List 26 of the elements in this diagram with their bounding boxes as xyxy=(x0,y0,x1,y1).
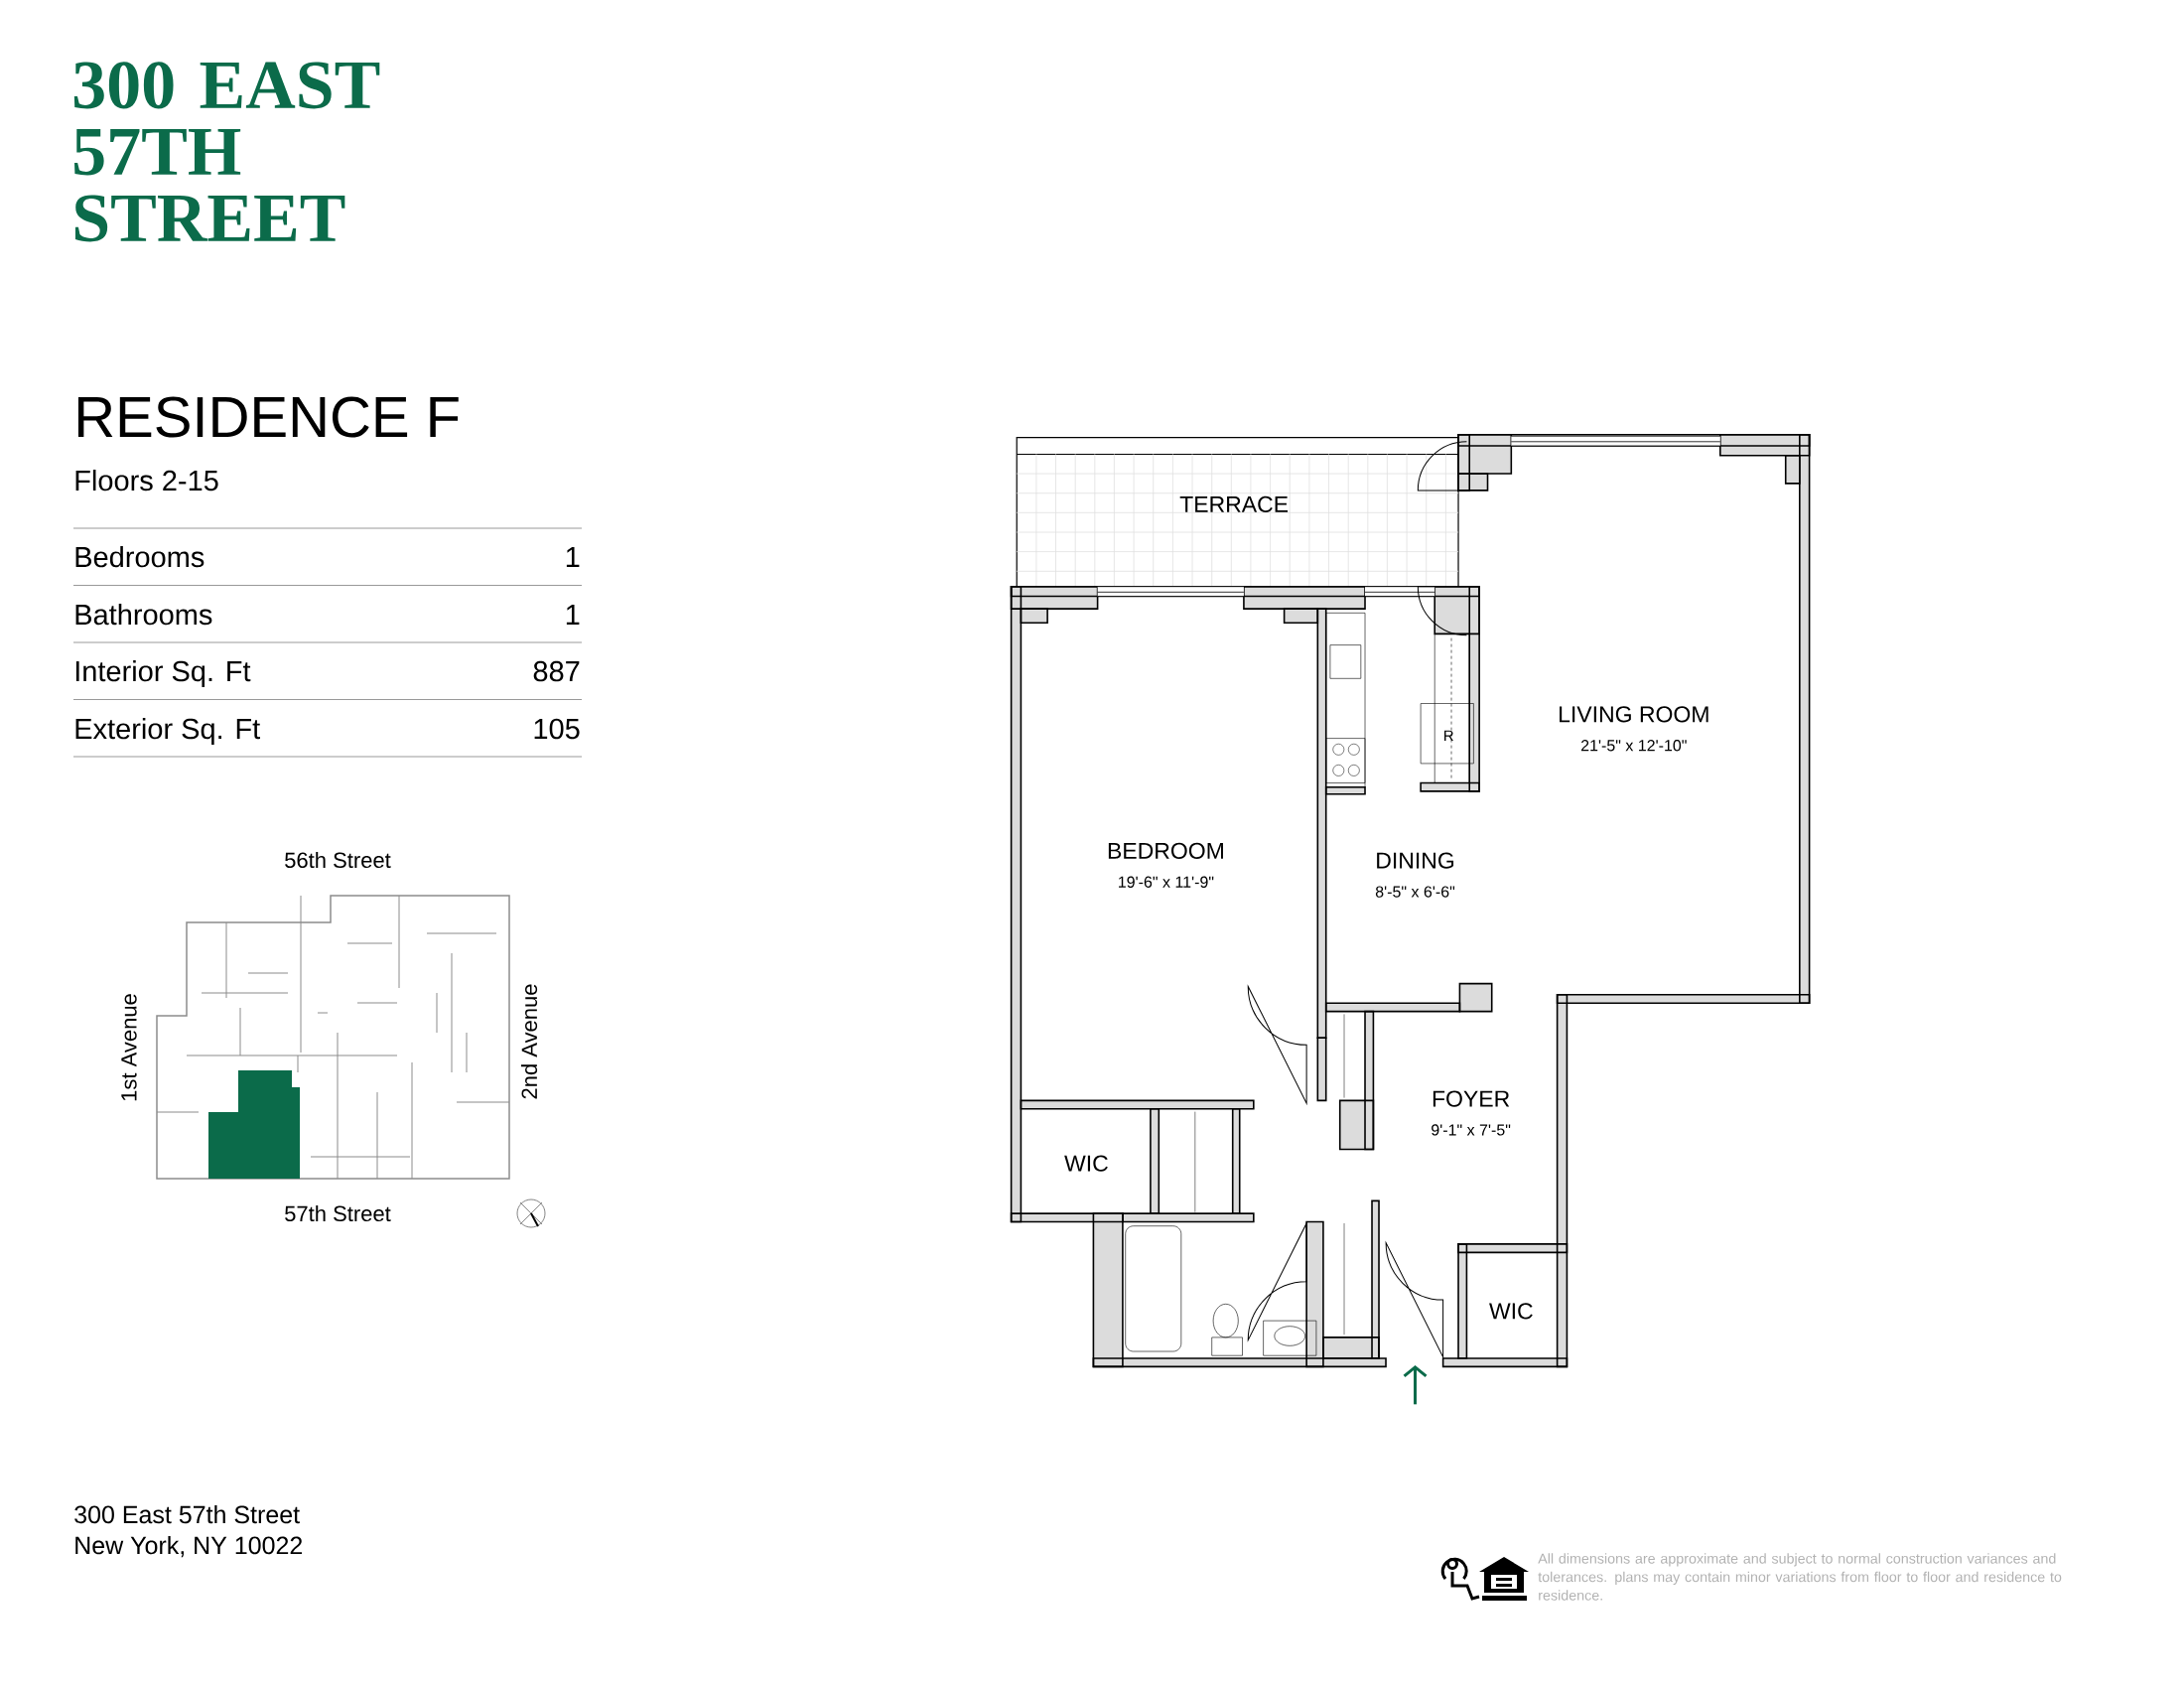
spec-label: Exterior Sq. Ft xyxy=(75,718,260,746)
street-label: 1st Avenue xyxy=(121,994,137,1101)
street-label: 56th Street xyxy=(285,851,391,869)
title: 300 EAST 57TH STREET xyxy=(73,62,380,242)
spec-label: Interior Sq. Ft xyxy=(75,660,251,688)
spec-value: 887 xyxy=(533,660,580,682)
spec-value: 1 xyxy=(566,605,580,625)
room-label: TERRACE xyxy=(1179,495,1289,513)
spec-value: 105 xyxy=(534,718,580,740)
street-label: 2nd Avenue xyxy=(520,984,538,1099)
disclaimer-text: All dimensions are approximate and subject to normal construction variances and tolerances. plans may contain minor variations from floor to floor and residence to residence. xyxy=(1538,1553,2062,1601)
room-label: DINING 8'-5" x 6'-6" xyxy=(1375,852,1455,898)
spec-label: Bedrooms xyxy=(75,546,205,568)
subheading: Floors 2-15 xyxy=(75,470,218,492)
room-label: FOYER 9'-1" x 7'-5" xyxy=(1432,1090,1511,1136)
heading: RESIDENCE F xyxy=(77,396,459,438)
spec-label: Bathrooms xyxy=(75,604,212,626)
room-label: LIVING ROOM 21'-5" x 12'-10" xyxy=(1560,706,1708,752)
address-text: 300 East 57th Street xyxy=(74,1504,300,1524)
address-text: New York, NY 10022 xyxy=(75,1535,303,1558)
spec-value: 1 xyxy=(566,547,580,567)
appliance-label: R xyxy=(1444,730,1453,741)
room-label: WIC xyxy=(1064,1155,1108,1172)
room-label: WIC xyxy=(1489,1303,1533,1320)
room-label: BEDROOM 19'-6" x 11'-9" xyxy=(1108,842,1223,888)
street-label: 57th Street xyxy=(285,1204,391,1222)
